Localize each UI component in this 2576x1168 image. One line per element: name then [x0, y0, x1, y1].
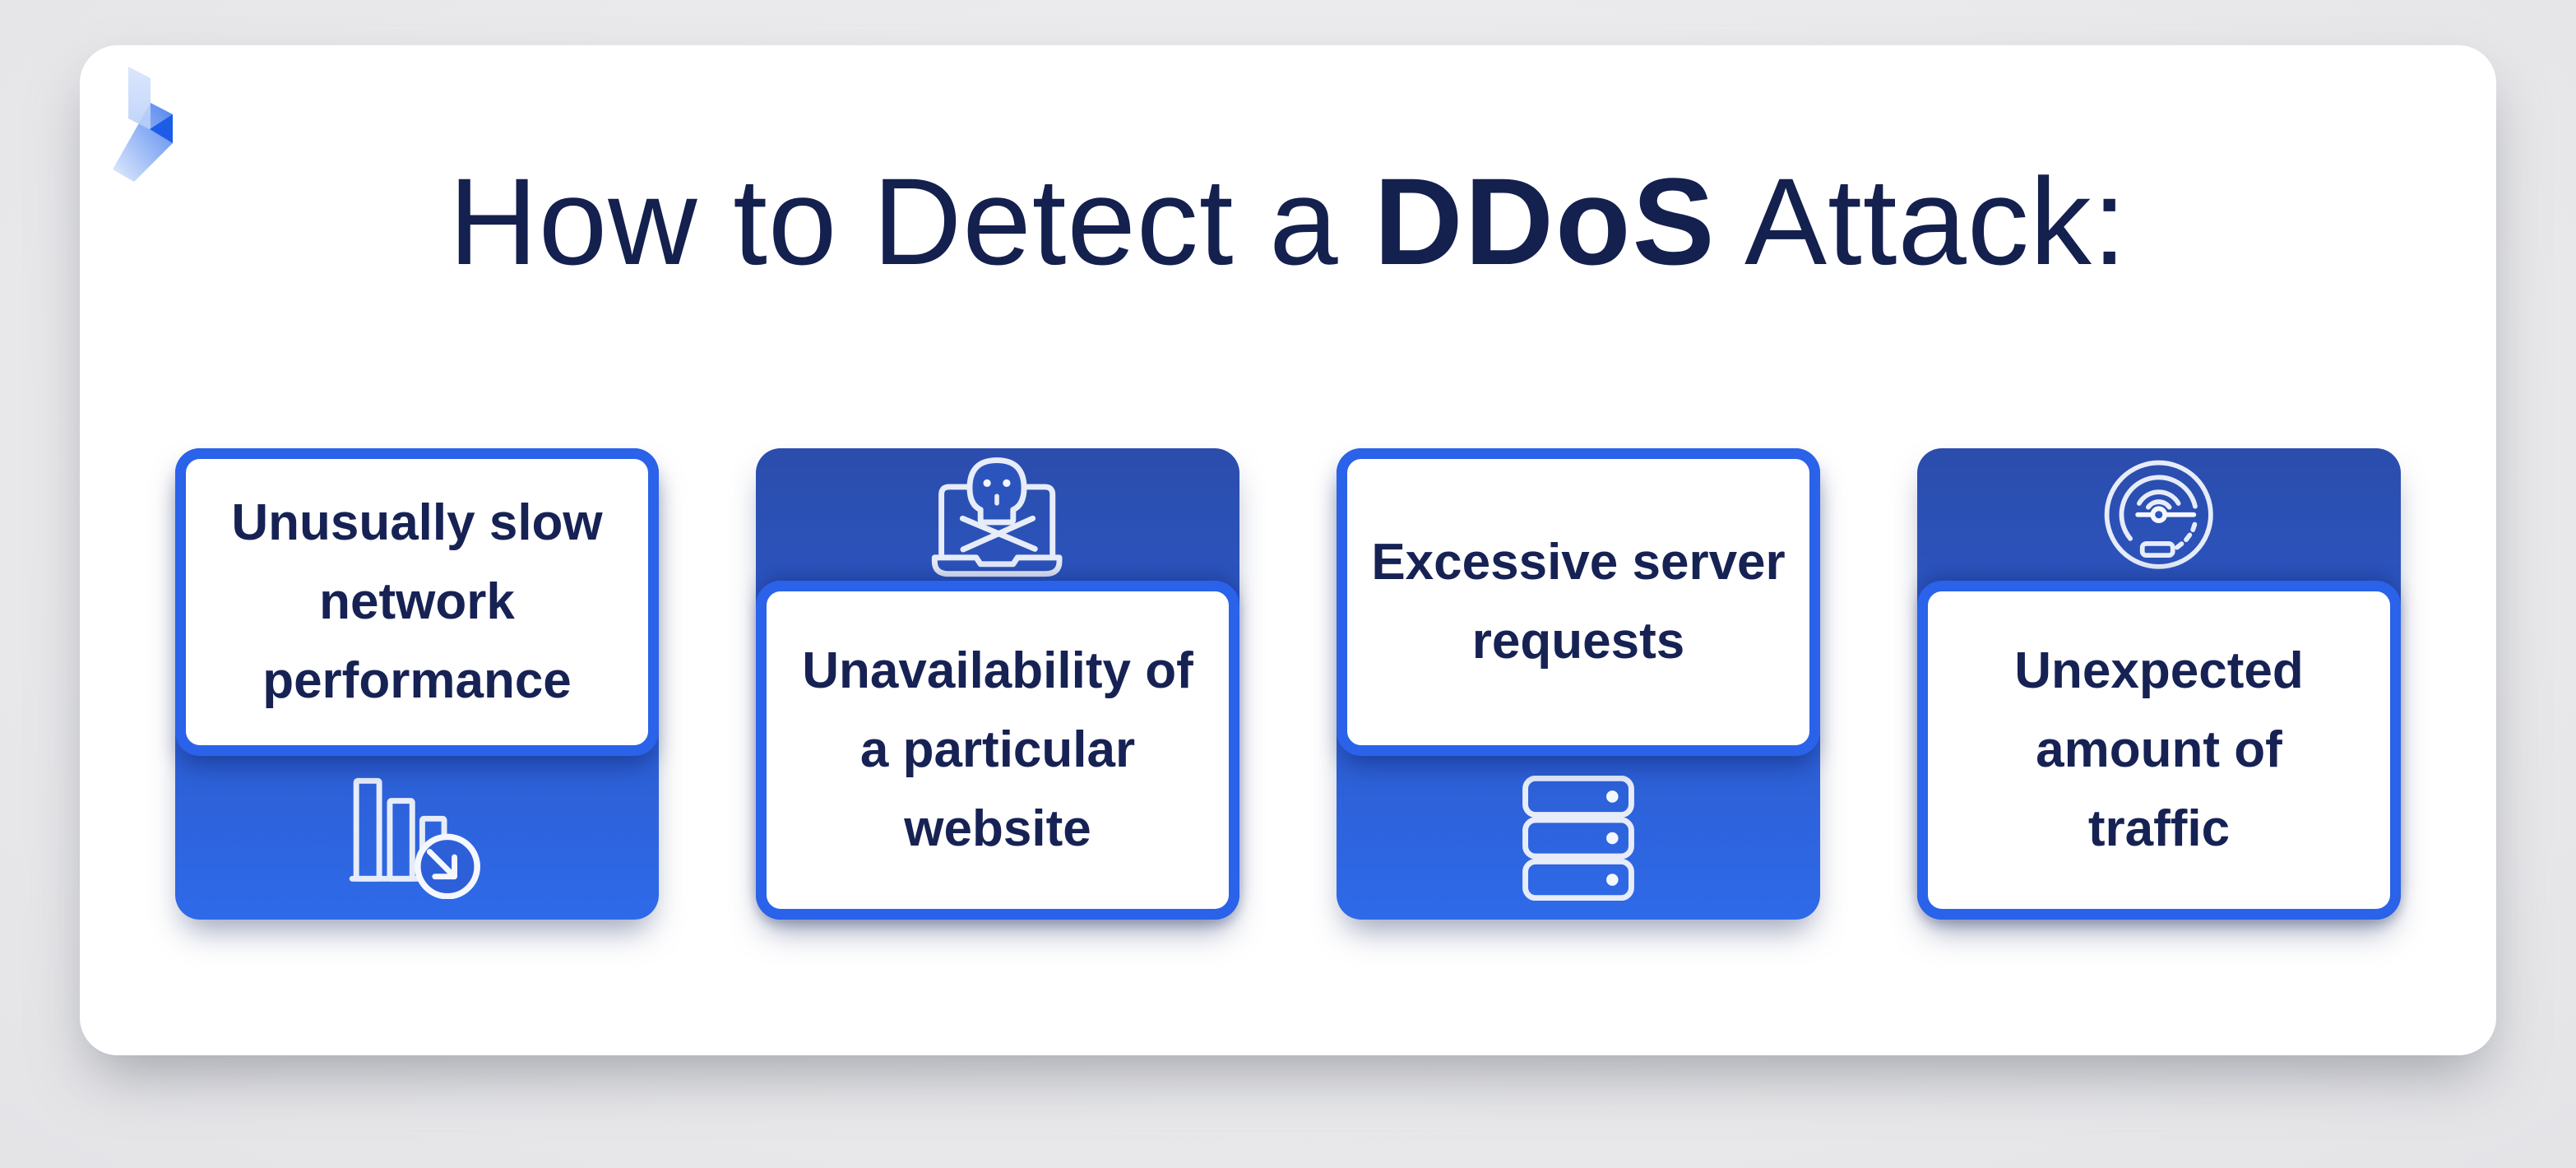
card-text: Unusually slow network performance [231, 494, 603, 710]
speedometer-icon [2104, 460, 2213, 569]
page-title-keyword: DDoS [1374, 152, 1717, 290]
page-title-suffix: Attack: [1716, 152, 2128, 290]
content-card: How to Detect a DDoS Attack: Unusually s… [80, 45, 2496, 1055]
card-website-unavailability: Unavailability of a particular website [756, 448, 1239, 920]
brand-logo-icon [113, 67, 173, 182]
server-stack-icon [1522, 775, 1634, 901]
card-text-panel: Unexpected amount of traffic [1917, 581, 2401, 920]
card-text: Excessive server requests [1371, 533, 1786, 670]
card-excessive-server-requests: Excessive server requests [1337, 448, 1820, 920]
card-unexpected-traffic: Unexpected amount of traffic [1917, 448, 2401, 920]
card-icon-zone [756, 448, 1239, 581]
bar-chart-decline-icon [349, 777, 480, 899]
card-icon-zone [1337, 756, 1820, 920]
card-text: Unexpected amount of traffic [2014, 642, 2304, 858]
laptop-skull-icon [931, 457, 1063, 577]
card-text-panel: Unavailability of a particular website [756, 581, 1239, 920]
page-title: How to Detect a DDoS Attack: [80, 151, 2496, 293]
card-icon-zone [1917, 448, 2401, 581]
card-slow-network-performance: Unusually slow network performance [175, 448, 659, 920]
card-text-panel: Excessive server requests [1337, 448, 1820, 756]
card-icon-zone [175, 756, 659, 920]
card-text-panel: Unusually slow network performance [175, 448, 659, 756]
page-title-prefix: How to Detect a [448, 152, 1374, 290]
cards-row: Unusually slow network performance [175, 448, 2401, 920]
card-text: Unavailability of a particular website [802, 642, 1193, 858]
